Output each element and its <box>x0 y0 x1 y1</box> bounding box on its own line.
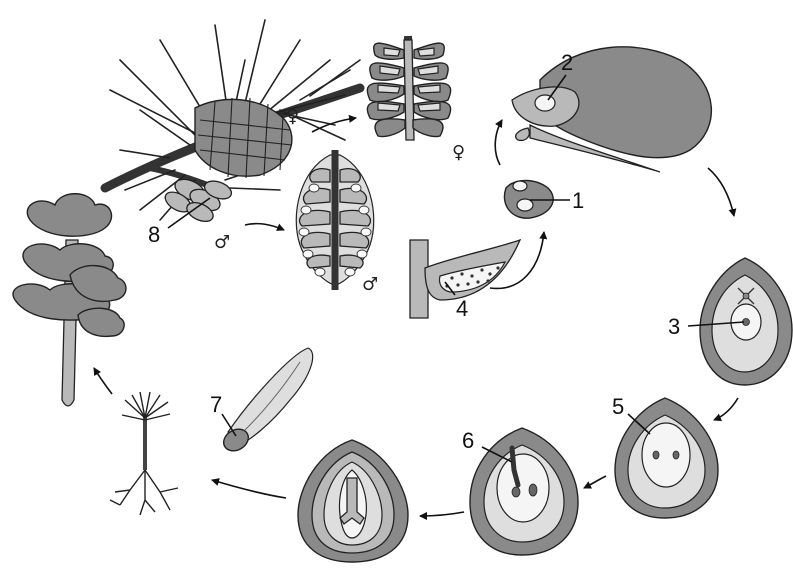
ovule-stage-3 <box>700 258 792 385</box>
arrow-seedling-to-tree <box>94 368 112 394</box>
label-6: 6 <box>462 428 474 453</box>
arrow-pollen-to-scale <box>495 120 502 165</box>
label-5: 5 <box>612 394 624 419</box>
seedling <box>110 392 178 515</box>
label-4: 4 <box>456 296 468 321</box>
label-2: 2 <box>561 50 573 75</box>
winged-seed <box>220 348 313 455</box>
arrow-seed-to-seedling <box>212 480 286 498</box>
arrow-ovule6-to-seed <box>420 512 464 516</box>
male-symbol-section: ♂ <box>362 274 378 295</box>
arrow-ovule5-to-ovule6 <box>584 476 606 488</box>
male-cone-section <box>296 150 374 290</box>
label-1: 1 <box>572 188 584 213</box>
arrow-scale-to-ovule3 <box>708 168 734 216</box>
label-7: 7 <box>210 392 222 417</box>
male-symbol-branch: ♂ <box>214 232 230 253</box>
female-symbol-branch: ♀ <box>286 106 299 127</box>
label-3: 3 <box>668 314 680 339</box>
mature-pine-tree <box>13 194 126 406</box>
ovule-stage-6 <box>470 428 578 555</box>
female-cone-section <box>367 36 450 140</box>
label-8: 8 <box>148 222 160 247</box>
female-cone-on-branch <box>195 98 292 178</box>
seed-with-embryo <box>298 440 408 562</box>
arrow-branch-to-male-section <box>245 224 284 230</box>
ovuliferous-scale <box>512 47 711 172</box>
female-symbol-section: ♀ <box>452 142 465 163</box>
arrow-ovule3-to-ovule5 <box>714 398 738 420</box>
